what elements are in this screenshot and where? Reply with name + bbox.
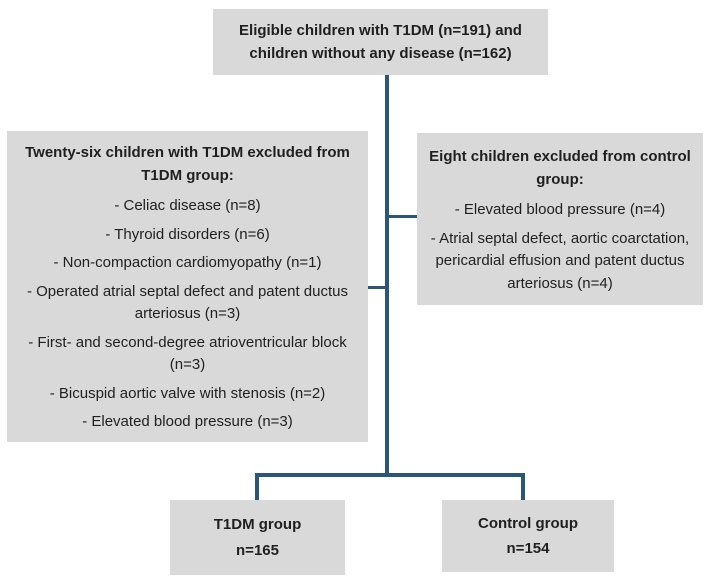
exclusion-item: - Non-compaction cardiomyopathy (n=1)	[53, 254, 322, 271]
connector-right-exclusion-line	[386, 215, 417, 218]
control-exclusions-box: Eight children excluded from control gro…	[417, 133, 703, 305]
exclusion-item: - Elevated blood pressure (n=4)	[454, 201, 666, 218]
t1dm-group-count: n=165	[236, 541, 279, 559]
exclusion-item: - Atrial septal defect, aortic coarctati…	[430, 229, 690, 292]
connector-drop-right-line	[521, 473, 525, 500]
connector-left-exclusion-line	[368, 286, 387, 289]
control-group-count: n=154	[506, 540, 550, 557]
connector-branch-line	[255, 473, 525, 477]
exclusion-item: - First- and second-degree atrioventricu…	[28, 333, 347, 374]
control-exclusions-header: Eight children excluded from control gro…	[429, 148, 691, 188]
connector-stem-line	[385, 75, 389, 477]
connector-drop-left-line	[255, 473, 259, 500]
exclusion-item: - Celiac disease (n=8)	[114, 197, 261, 214]
exclusion-item: - Operated atrial septal defect and pate…	[26, 282, 349, 323]
t1dm-exclusions-box: Twenty-six children with T1DM excluded f…	[7, 131, 368, 442]
exclusion-item: - Thyroid disorders (n=6)	[105, 225, 270, 243]
eligible-children-box: Eligible children with T1DM (n=191) and …	[213, 9, 548, 75]
t1dm-group-label: T1DM group	[213, 516, 302, 533]
control-group-box: Control group n=154	[442, 500, 614, 572]
exclusion-item: - Bicuspid aortic valve with stenosis (n…	[49, 384, 326, 402]
t1dm-exclusions-header: Twenty-six children with T1DM excluded f…	[25, 144, 350, 184]
control-group-label: Control group	[478, 514, 578, 532]
t1dm-group-box: T1DM group n=165	[170, 500, 345, 575]
exclusion-item: - Elevated blood pressure (n=3)	[82, 413, 293, 430]
eligible-children-text: Eligible children with T1DM (n=191) and …	[239, 21, 522, 62]
